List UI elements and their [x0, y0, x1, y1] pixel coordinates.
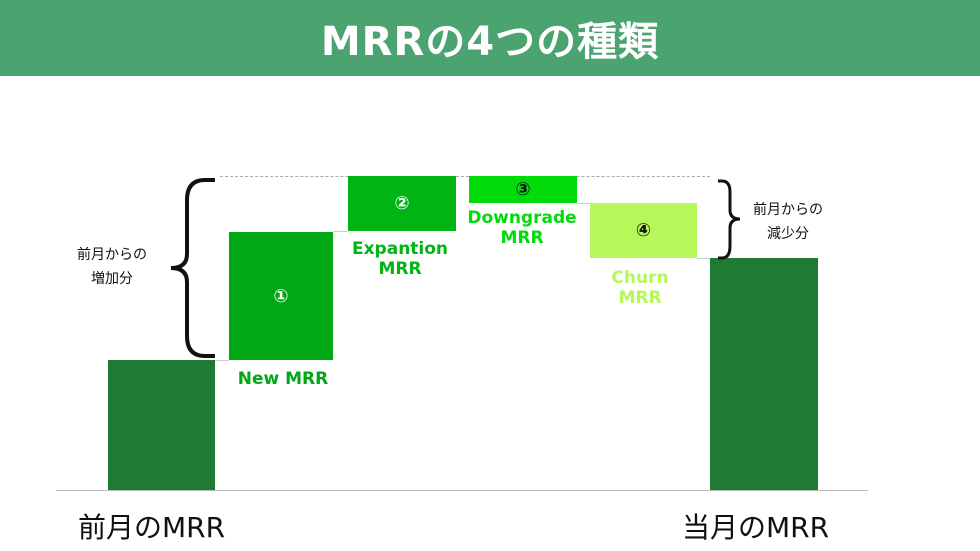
label-line: Downgrade: [467, 208, 577, 228]
top-dashed-line: [220, 176, 710, 177]
connector: [333, 231, 348, 232]
current-mrr-bar: [710, 258, 818, 490]
label-line: 増加分: [91, 271, 133, 287]
marker-1: ①: [273, 285, 289, 307]
label-line: 減少分: [767, 226, 809, 242]
previous-mrr-bar: [108, 360, 215, 490]
churn-mrr-bar: ④: [590, 203, 697, 258]
label-line: MRR: [378, 259, 422, 279]
label-line: MRR: [618, 288, 662, 308]
expansion-mrr-bar: ②: [348, 176, 456, 231]
left-brace-icon: [170, 178, 215, 358]
label-line: Churn: [611, 268, 669, 288]
label-line: New MRR: [237, 369, 329, 389]
label-line: 前月からの: [753, 202, 823, 218]
label-line: 前月からの: [77, 247, 147, 263]
new-mrr-bar: ①: [229, 232, 333, 360]
label-line: Expantion: [351, 239, 449, 259]
marker-3: ③: [515, 179, 531, 200]
baseline: [56, 490, 868, 491]
connector: [215, 360, 229, 361]
previous-mrr-label: 前月のMRR: [78, 511, 226, 544]
connector: [697, 258, 710, 259]
marker-4: ④: [635, 220, 652, 241]
new-mrr-label: New MRR: [223, 369, 343, 389]
page-title: MRRの4つの種類: [320, 19, 660, 65]
right-brace-icon: [718, 179, 741, 260]
downgrade-mrr-bar: ③: [469, 176, 577, 203]
increase-label: 前月からの増加分: [62, 243, 162, 291]
decrease-label: 前月からの減少分: [738, 198, 838, 246]
current-mrr-label: 当月のMRR: [682, 511, 830, 544]
label-line: MRR: [500, 228, 544, 248]
title-banner: MRRの4つの種類: [0, 0, 980, 76]
marker-2: ②: [394, 193, 410, 214]
